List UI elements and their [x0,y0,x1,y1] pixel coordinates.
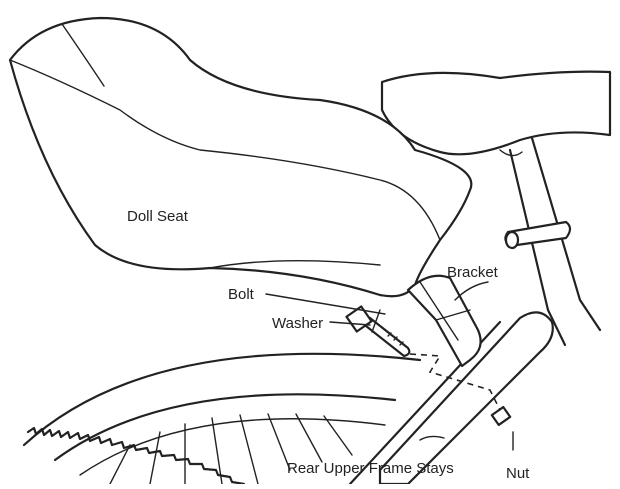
label-bracket: Bracket [447,264,499,281]
doll-seat [8,16,473,298]
nut [490,405,514,451]
leader-lines [265,281,489,326]
label-washer: Washer [272,315,323,332]
bolt-path [409,353,501,411]
label-nut: Nut [506,465,530,482]
tire-outer [22,352,422,447]
rim [79,418,386,476]
label-bolt: Bolt [228,286,255,303]
bracket [406,274,482,368]
label-rear-upper-frame-stays: Rear Upper Frame Stays [287,460,454,477]
bicycle-saddle [380,70,612,157]
spokes [109,413,353,485]
label-doll-seat: Doll Seat [127,208,189,225]
tire-tread [26,426,250,489]
bolt [364,316,411,358]
tire-inner [53,393,397,462]
seat-post [504,136,602,347]
rear-wheel [22,352,422,489]
